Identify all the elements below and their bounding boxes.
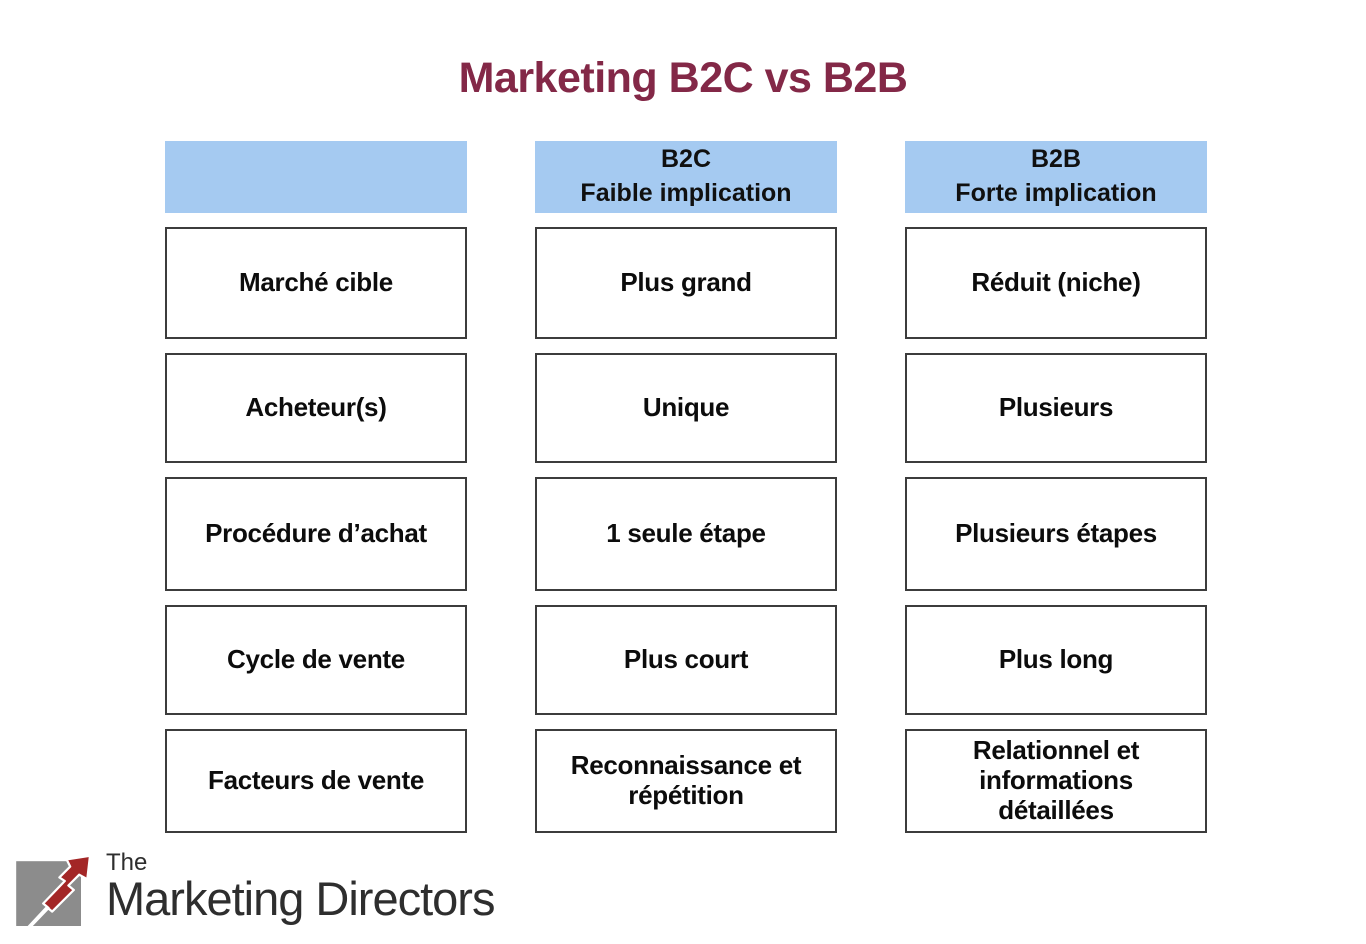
logo-arrow-icon <box>16 854 92 935</box>
page-title: Marketing B2C vs B2B <box>458 54 908 102</box>
cell-b2c-marche-cible: Plus grand <box>535 227 837 339</box>
header-b2c: B2C Faible implication <box>535 141 837 213</box>
cell-b2b-facteurs-de-vente: Relationnel et informations détaillées <box>905 729 1207 833</box>
logo-name: Marketing Directors <box>106 872 495 925</box>
cell-b2c-facteurs-de-vente: Reconnaissance et répétition <box>535 729 837 833</box>
header-b2c-title: B2C <box>660 145 711 174</box>
cell-b2b-marche-cible: Réduit (niche) <box>905 227 1207 339</box>
cell-b2b-acheteurs: Plusieurs <box>905 353 1207 463</box>
row-label-facteurs-de-vente: Facteurs de vente <box>165 729 467 833</box>
row-label-marche-cible: Marché cible <box>165 227 467 339</box>
cell-b2c-cycle-de-vente: Plus court <box>535 605 837 715</box>
logo-text: The Marketing Directors <box>106 845 495 925</box>
cell-b2b-procedure-achat: Plusieurs étapes <box>905 477 1207 591</box>
comparison-table: B2C Faible implication B2B Forte implica… <box>165 141 1207 833</box>
header-b2c-subtitle: Faible implication <box>580 179 792 207</box>
cell-b2c-procedure-achat: 1 seule étape <box>535 477 837 591</box>
cell-b2b-cycle-de-vente: Plus long <box>905 605 1207 715</box>
header-b2b: B2B Forte implication <box>905 141 1207 213</box>
cell-b2c-acheteurs: Unique <box>535 353 837 463</box>
row-label-procedure-achat: Procédure d’achat <box>165 477 467 591</box>
row-label-cycle-de-vente: Cycle de vente <box>165 605 467 715</box>
logo-the: The <box>106 849 148 876</box>
logo: The Marketing Directors <box>8 845 495 935</box>
header-b2b-subtitle: Forte implication <box>955 179 1157 207</box>
header-empty <box>165 141 467 213</box>
row-label-acheteurs: Acheteur(s) <box>165 353 467 463</box>
header-b2b-title: B2B <box>1030 145 1081 174</box>
